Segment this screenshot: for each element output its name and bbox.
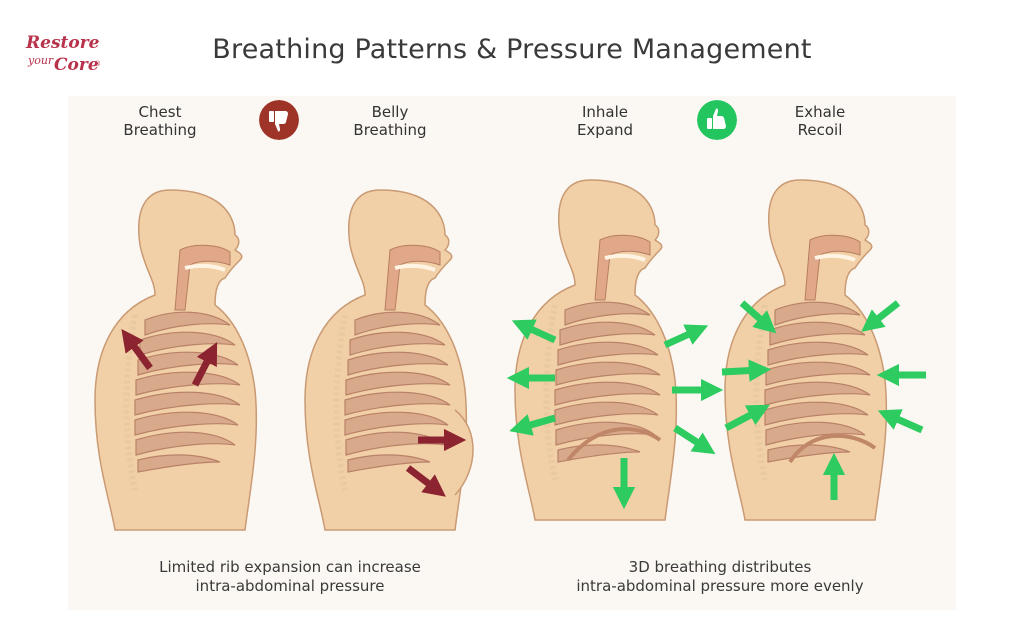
label-chest-breathing: Chest Breathing (123, 103, 197, 139)
belly-breathing-figure (305, 190, 474, 530)
exhale-arrow-1 (739, 300, 777, 334)
logo-line1: Restore (25, 33, 100, 53)
exhale-arrow-2 (721, 359, 772, 382)
inhale-expand-figure (506, 180, 724, 520)
label-belly-breathing: Belly Breathing (353, 103, 427, 139)
exhale-recoil-figure (721, 180, 926, 520)
caption-left: Limited rib expansion can increase intra… (159, 558, 421, 595)
chest-breathing-figure (95, 190, 256, 530)
exhale-arrow-4 (861, 300, 901, 332)
logo-registered-mark: ® (94, 60, 101, 68)
logo-line3: Core (54, 55, 99, 75)
page-title: Breathing Patterns & Pressure Management (212, 34, 812, 65)
inhale-arrow-6 (673, 425, 716, 455)
thumbs-down-icon (259, 100, 299, 140)
label-inhale-expand: Inhale Expand (576, 103, 634, 139)
belly-arrow-down-right (405, 465, 446, 497)
inhale-arrow-4 (663, 324, 709, 349)
chest-arrow-up-right (191, 342, 218, 387)
exhale-arrow-3 (724, 404, 770, 432)
thumbs-up-icon (697, 100, 737, 140)
label-exhale-recoil: Exhale Recoil (794, 103, 846, 139)
exhale-arrow-6 (877, 409, 924, 434)
logo-line2: your (27, 54, 54, 67)
caption-right: 3D breathing distributes intra-abdominal… (576, 558, 864, 595)
inhale-arrow-3 (509, 414, 556, 436)
inhale-arrow-1 (511, 319, 557, 344)
chest-arrow-up-left (121, 328, 153, 371)
restore-your-core-logo: Restore your Core ® (25, 33, 101, 75)
